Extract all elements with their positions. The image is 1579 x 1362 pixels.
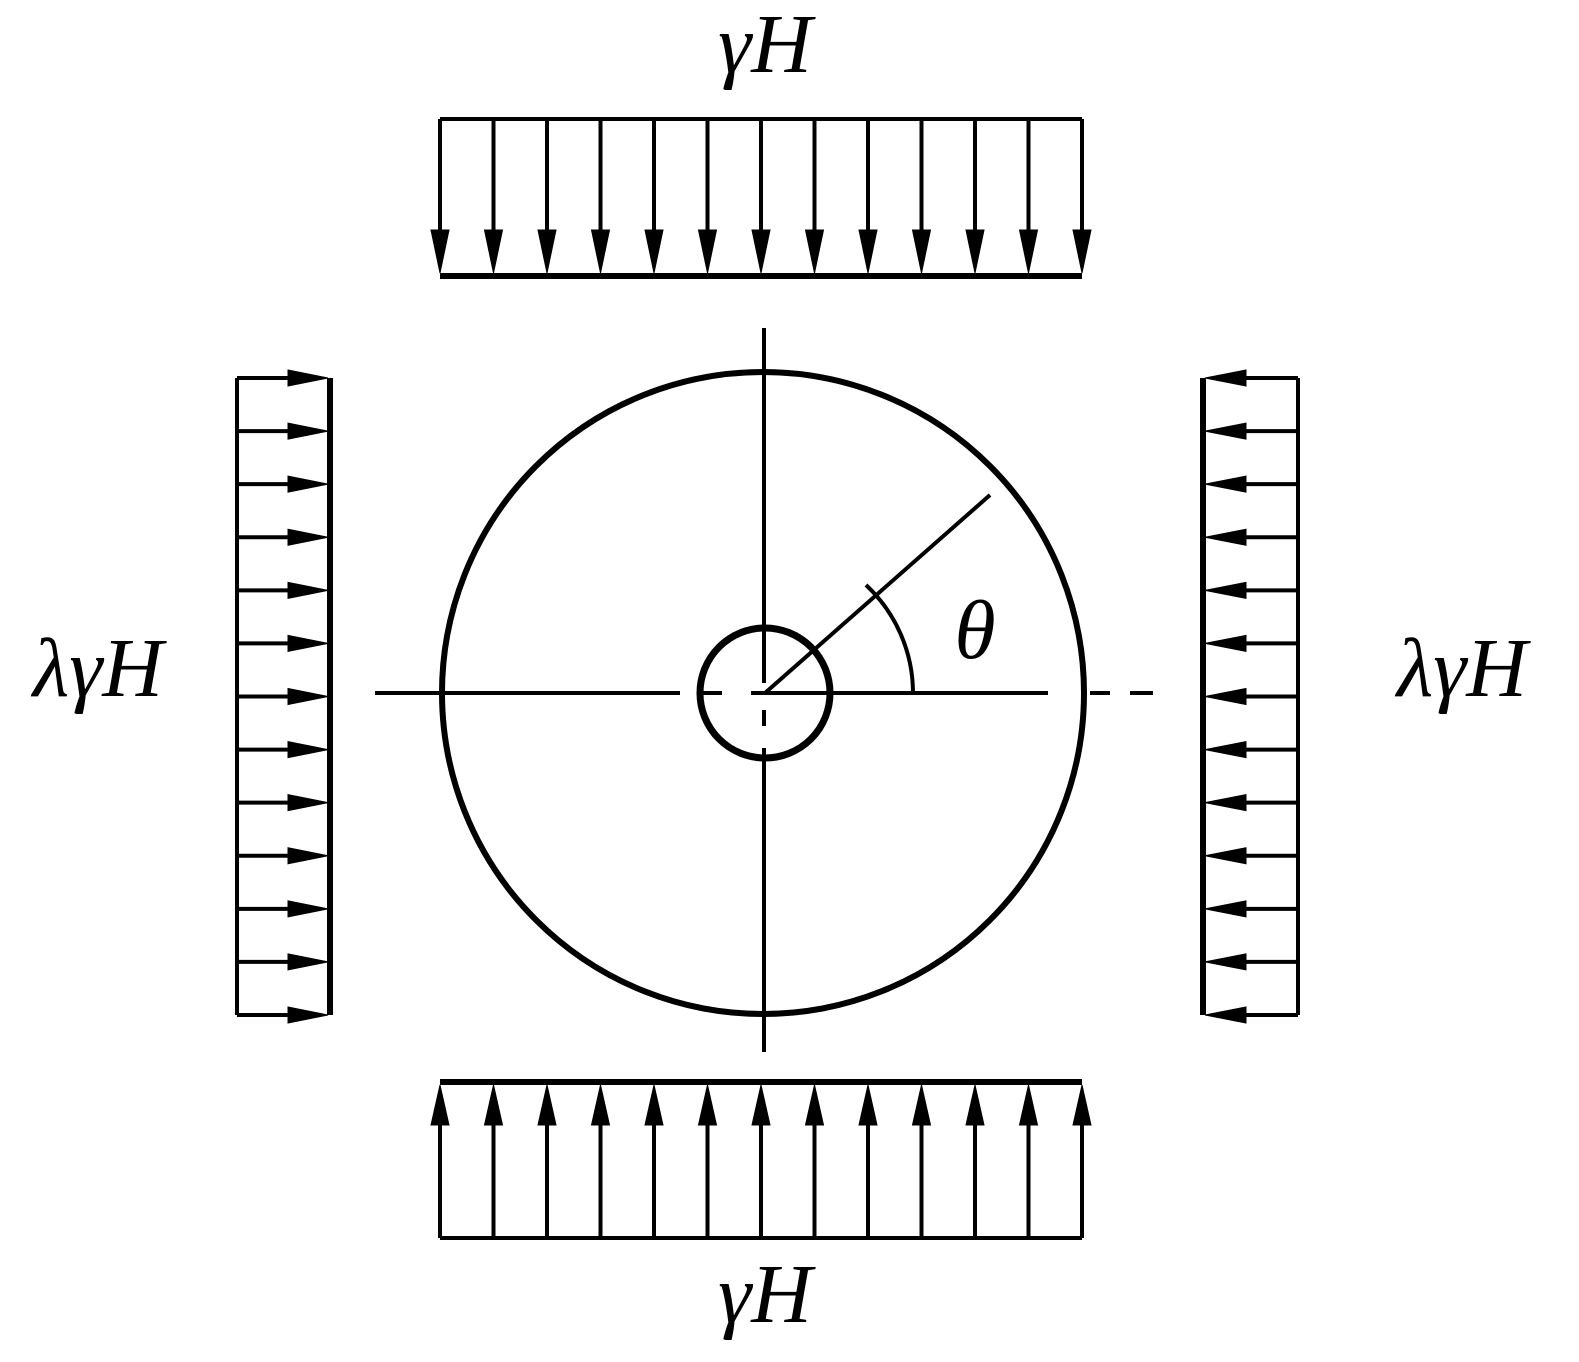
arrow-left-icon [1204, 422, 1247, 440]
arrow-up-icon [751, 1084, 771, 1126]
arrow-left-icon [1204, 900, 1247, 918]
left-load-label: λγH [30, 622, 167, 715]
angle-arc [864, 583, 915, 694]
arrow-down-icon [858, 229, 878, 274]
arrow-down-icon [751, 229, 771, 274]
arrow-down-icon [911, 229, 932, 274]
arrow-left-icon [1204, 581, 1247, 599]
right-load-label: λγH [1394, 622, 1531, 715]
arrow-down-icon [537, 229, 557, 274]
arrow-up-icon [1072, 1084, 1092, 1126]
arrow-down-icon [1072, 229, 1092, 274]
arrow-down-icon [804, 229, 825, 274]
arrow-down-icon [430, 229, 450, 274]
arrow-left-icon [1204, 475, 1247, 493]
arrow-down-icon [1018, 229, 1039, 274]
arrow-right-icon [287, 953, 329, 971]
arrow-down-icon [483, 229, 504, 274]
arrow-left-icon [1204, 528, 1247, 546]
arrow-right-icon [287, 847, 329, 865]
arrow-up-icon [804, 1084, 825, 1126]
arrow-right-icon [287, 475, 329, 493]
arrow-right-icon [287, 900, 329, 918]
arrow-down-icon [697, 229, 718, 274]
arrow-up-icon [1018, 1084, 1039, 1126]
arrow-left-icon [1204, 953, 1247, 971]
arrow-up-icon [911, 1084, 932, 1126]
arrow-left-icon [1204, 847, 1247, 865]
arrow-right-icon [287, 740, 329, 759]
bottom-load-label: γH [718, 1248, 816, 1341]
arrow-up-icon [965, 1084, 985, 1126]
arrow-up-icon [483, 1084, 504, 1126]
arrow-up-icon [697, 1084, 718, 1126]
arrow-right-icon [287, 528, 329, 546]
arrow-right-icon [287, 794, 329, 812]
arrow-left-icon [1204, 634, 1247, 653]
arrow-up-icon [644, 1084, 664, 1126]
arrow-up-icon [537, 1084, 557, 1126]
top-load-label: γH [718, 0, 816, 91]
arrow-down-icon [965, 229, 985, 274]
arrow-left-icon [1204, 794, 1247, 812]
arrow-left-icon [1204, 369, 1247, 387]
arrow-up-icon [430, 1084, 450, 1126]
arrow-right-icon [287, 581, 329, 599]
arrow-left-icon [1204, 1006, 1247, 1024]
arrow-up-icon [858, 1084, 878, 1126]
arrow-up-icon [590, 1084, 611, 1126]
angle-label: θ [954, 584, 995, 677]
arrow-right-icon [287, 369, 329, 387]
arrow-right-icon [287, 634, 329, 653]
arrow-left-icon [1204, 740, 1247, 759]
arrow-left-icon [1204, 687, 1247, 706]
arrow-right-icon [287, 1006, 329, 1024]
arrow-right-icon [287, 422, 329, 440]
arrow-down-icon [590, 229, 611, 274]
arrow-down-icon [644, 229, 664, 274]
arrow-right-icon [287, 687, 329, 706]
